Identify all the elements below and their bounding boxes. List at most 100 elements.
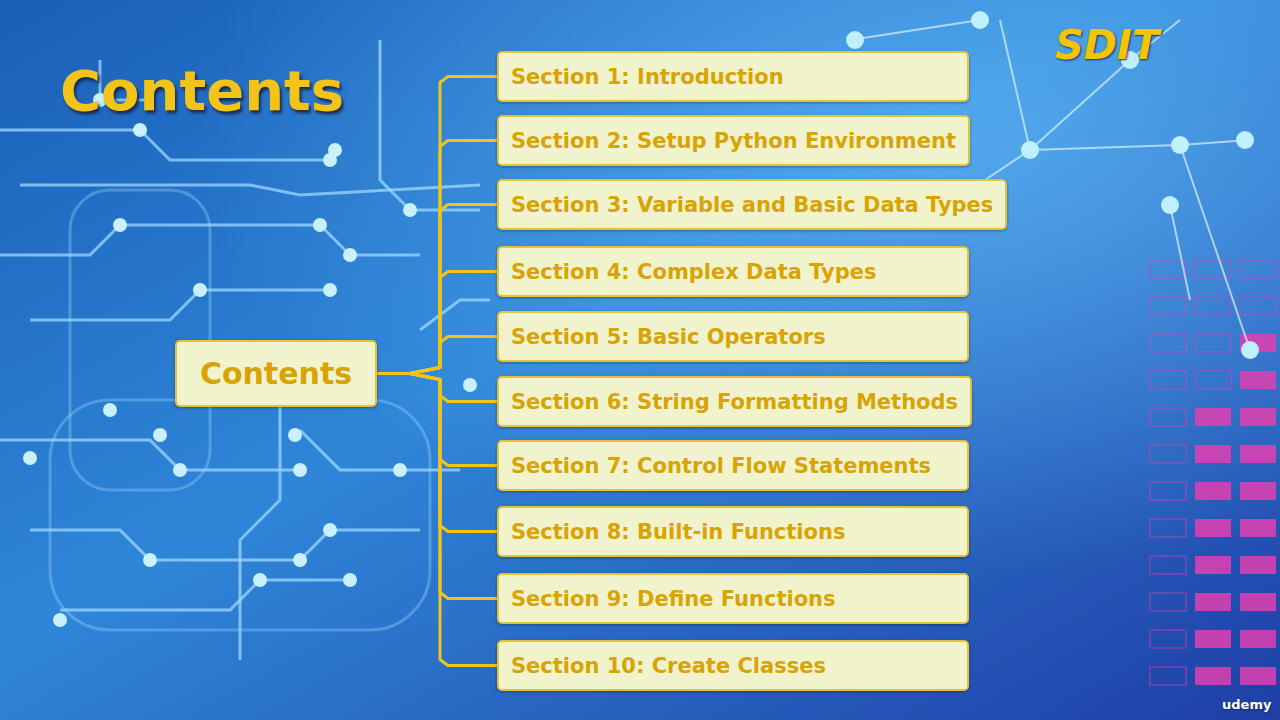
section-label: Section 4: Complex Data Types <box>511 260 877 284</box>
bar-cell <box>1150 593 1186 611</box>
section-box: Section 3: Variable and Basic Data Types <box>497 179 1007 230</box>
bar-cell <box>1240 371 1276 389</box>
network-node <box>971 11 989 29</box>
circuit-node <box>313 218 327 232</box>
circuit-node <box>253 573 267 587</box>
network-line <box>1000 20 1030 150</box>
bracket-connector <box>377 272 497 374</box>
bar-cell <box>1150 408 1186 426</box>
circuit-node <box>113 218 127 232</box>
circuit-node <box>393 463 407 477</box>
section-label: Section 8: Built-in Functions <box>511 520 845 544</box>
bracket-connector <box>377 374 497 532</box>
circuit-wire <box>420 300 490 330</box>
section-box: Section 9: Define Functions <box>497 573 969 624</box>
network-node <box>846 31 864 49</box>
circuit-wire <box>0 440 300 470</box>
circuit-node <box>143 553 157 567</box>
circuit-wire <box>20 185 480 195</box>
section-label: Section 1: Introduction <box>511 65 784 89</box>
circuit-node <box>288 428 302 442</box>
network-node <box>1021 141 1039 159</box>
section-label: Section 2: Setup Python Environment <box>511 129 956 153</box>
bar-cell <box>1150 297 1186 315</box>
bar-grid <box>1150 260 1276 685</box>
circuit-wire <box>300 430 460 470</box>
bar-cell <box>1240 556 1276 574</box>
bar-cell <box>1240 260 1276 278</box>
circuit-node <box>293 463 307 477</box>
bar-cell <box>1195 297 1231 315</box>
bar-cell <box>1150 519 1186 537</box>
network-line <box>970 140 1250 190</box>
network-node <box>1236 131 1254 149</box>
circuit-node <box>403 203 417 217</box>
bar-cell <box>1150 556 1186 574</box>
bar-cell <box>1150 445 1186 463</box>
circuit-wire <box>60 580 350 610</box>
bracket-connector <box>377 374 497 599</box>
circuit-node <box>153 428 167 442</box>
section-label: Section 5: Basic Operators <box>511 325 826 349</box>
bracket-connector <box>377 337 497 374</box>
bar-cell <box>1195 556 1231 574</box>
circuit-wire <box>30 530 420 560</box>
bar-cell <box>1240 408 1276 426</box>
circuit-node <box>293 553 307 567</box>
bar-cell <box>1195 408 1231 426</box>
network-node <box>1171 136 1189 154</box>
section-box: Section 6: String Formatting Methods <box>497 376 972 427</box>
section-label: Section 7: Control Flow Statements <box>511 454 931 478</box>
title: Contents <box>60 58 344 123</box>
bar-cell <box>1240 482 1276 500</box>
circuit-node <box>193 283 207 297</box>
bar-cell <box>1195 260 1231 278</box>
circuit-dots <box>23 93 477 627</box>
logo: SDIT <box>1055 22 1159 68</box>
circuit-lines <box>0 40 490 660</box>
bracket-connector <box>377 205 497 374</box>
bar-cell <box>1240 593 1276 611</box>
section-box: Section 2: Setup Python Environment <box>497 115 970 166</box>
circuit-node <box>323 523 337 537</box>
bracket-connector <box>377 374 497 666</box>
bar-cell <box>1195 630 1231 648</box>
circuit-wire <box>0 130 330 160</box>
network-line <box>850 20 980 40</box>
bar-cell <box>1240 297 1276 315</box>
bar-cell <box>1195 519 1231 537</box>
bar-cell <box>1195 445 1231 463</box>
circuit-node <box>323 283 337 297</box>
circuit-wire <box>30 290 330 320</box>
circuit-node <box>328 143 342 157</box>
bracket-connector <box>377 77 497 374</box>
section-box: Section 8: Built-in Functions <box>497 506 969 557</box>
bar-cell <box>1240 630 1276 648</box>
circuit-node <box>23 451 37 465</box>
section-box: Section 1: Introduction <box>497 51 969 102</box>
bar-cell <box>1240 519 1276 537</box>
bar-cell <box>1195 593 1231 611</box>
bar-cell <box>1150 667 1186 685</box>
section-label: Section 9: Define Functions <box>511 587 836 611</box>
section-box: Section 7: Control Flow Statements <box>497 440 969 491</box>
section-box: Section 10: Create Classes <box>497 640 969 691</box>
network-line <box>1180 145 1250 350</box>
center-label: Contents <box>200 356 352 391</box>
bracket-connector <box>377 141 497 374</box>
network-line <box>1030 60 1130 150</box>
bar-cell <box>1150 334 1186 352</box>
section-label: Section 6: String Formatting Methods <box>511 390 958 414</box>
bar-cell <box>1195 667 1231 685</box>
circuit-node <box>343 248 357 262</box>
center-box: Contents <box>175 340 377 407</box>
bar-cell <box>1195 371 1231 389</box>
bar-cell <box>1240 667 1276 685</box>
section-box: Section 5: Basic Operators <box>497 311 969 362</box>
bracket-connector <box>377 374 497 466</box>
network-node <box>1161 196 1179 214</box>
circuit-node <box>463 378 477 392</box>
section-label: Section 3: Variable and Basic Data Types <box>511 193 993 217</box>
